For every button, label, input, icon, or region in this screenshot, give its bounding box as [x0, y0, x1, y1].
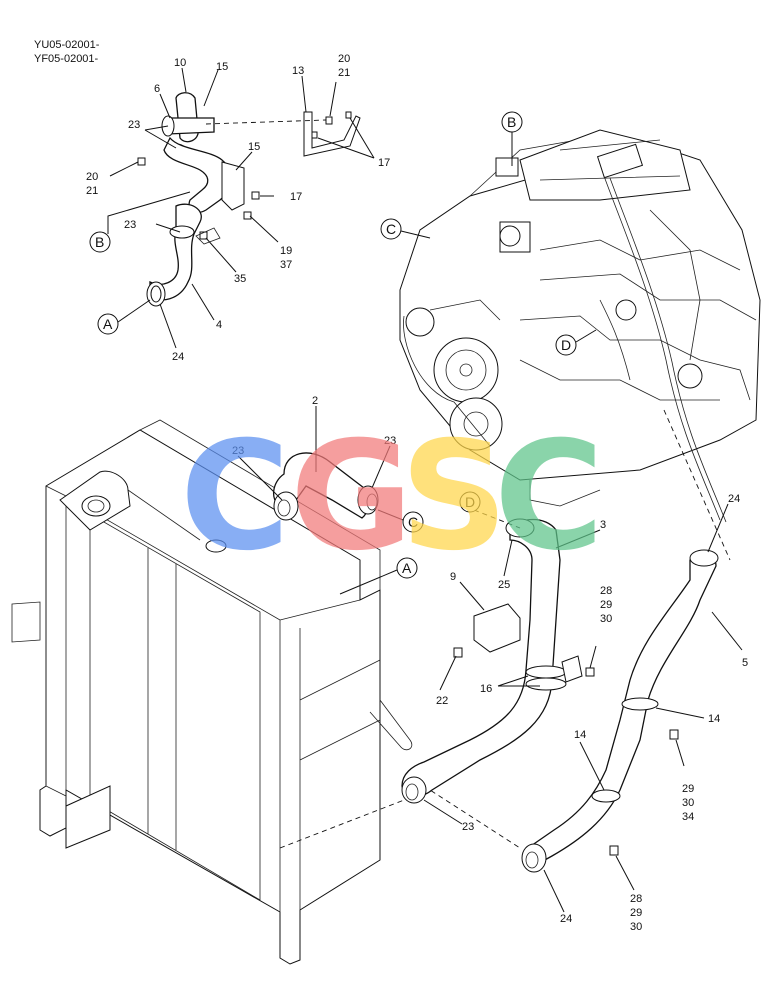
bracket-15 [221, 161, 245, 211]
bolt-28-29-30-upper [585, 667, 595, 677]
clamp-23-hose2-left [273, 491, 299, 521]
clamp-14-a [621, 697, 659, 711]
label-20-top: 20 [338, 53, 350, 65]
label-14-mid: 14 [574, 729, 586, 741]
label-35: 35 [234, 273, 246, 285]
callout-b-inset [89, 231, 111, 253]
label-15-mid: 15 [248, 141, 260, 153]
engine-assembly [399, 129, 761, 523]
watermark-letter-s: S [400, 410, 508, 584]
label-29-lower: 29 [630, 907, 642, 919]
label-4: 4 [216, 319, 222, 331]
bolt-20-21-left [137, 157, 146, 166]
callout-d-engine [555, 334, 577, 356]
label-34-right: 34 [682, 811, 694, 823]
label-21-left: 21 [86, 185, 98, 197]
watermark-letter-c2: C [494, 410, 604, 584]
bolt-28-29-30-lower [609, 845, 619, 856]
callout-c-main [402, 511, 424, 533]
hose-3 [401, 518, 561, 797]
radiator-cap [205, 539, 227, 553]
clamp-14-b [591, 789, 621, 803]
label-29-right: 29 [682, 783, 694, 795]
inset-leaders [107, 67, 375, 349]
label-22: 22 [436, 695, 448, 707]
label-37: 37 [280, 259, 292, 271]
bolt-20-21-top [325, 116, 333, 125]
label-2: 2 [312, 395, 318, 407]
clamp-23-hose3 [401, 776, 427, 804]
label-10: 10 [174, 57, 186, 69]
bolt-17 [251, 191, 260, 200]
label-29-upper: 29 [600, 599, 612, 611]
callout-a-main-label: A [402, 560, 412, 576]
main-leaders [237, 406, 743, 913]
serial-line-2: YF05-02001- [34, 53, 99, 65]
callout-c-engine-label: C [386, 221, 396, 237]
label-3: 3 [600, 519, 606, 531]
bracket-13 [303, 111, 361, 157]
fan-pulley [449, 397, 503, 451]
label-25: 25 [498, 579, 510, 591]
serial-line-1: YU05-02001- [34, 39, 100, 51]
label-16: 16 [480, 683, 492, 695]
label-20-left: 20 [86, 171, 98, 183]
label-17-mid: 17 [290, 191, 302, 203]
callout-d-main [459, 491, 481, 513]
label-24-inset: 24 [172, 351, 184, 363]
pipe-15-bend [163, 136, 232, 214]
label-24-hose5-bottom: 24 [560, 913, 572, 925]
pipe-upper [167, 117, 215, 135]
callout-c-main-label: C [408, 514, 418, 530]
label-17-top: 17 [378, 157, 390, 169]
label-23-inset-a: 23 [128, 119, 140, 131]
bolt-22 [453, 647, 463, 658]
clamp-23-mid [169, 225, 195, 239]
bolt-19-37 [243, 211, 252, 220]
label-23-hose3: 23 [462, 821, 474, 833]
callout-a-inset-label: A [103, 316, 113, 332]
bracket-9 [473, 603, 521, 653]
callout-d-engine-label: D [561, 337, 571, 353]
label-13: 13 [292, 65, 304, 77]
crank-pulley [433, 337, 499, 403]
callout-d-main-label: D [465, 494, 475, 510]
upper-hose-inset [137, 92, 361, 307]
label-24-hose5-top: 24 [728, 493, 740, 505]
label-30-upper: 30 [600, 613, 612, 625]
label-15-top: 15 [216, 61, 228, 73]
label-19: 19 [280, 245, 292, 257]
bolt-35 [199, 231, 208, 240]
label-28-upper: 28 [600, 585, 612, 597]
label-9: 9 [450, 571, 456, 583]
label-5: 5 [742, 657, 748, 669]
watermark-letter-c1: C [180, 410, 290, 584]
label-14-right: 14 [708, 713, 720, 725]
radiator-assembly [11, 419, 521, 965]
callout-a-main [396, 557, 418, 579]
clamp-24-hose5-bottom [521, 843, 547, 873]
label-23-hose2-left: 23 [232, 445, 244, 457]
label-30-right: 30 [682, 797, 694, 809]
callout-c-engine [380, 218, 402, 240]
callout-b-inset-label: B [95, 234, 104, 250]
label-28-lower: 28 [630, 893, 642, 905]
clamp-16-a [525, 665, 567, 679]
label-6: 6 [154, 83, 160, 95]
callout-b-engine-label: B [507, 114, 516, 130]
hose-10 [175, 92, 199, 143]
callout-a-inset [97, 313, 119, 335]
label-30-lower: 30 [630, 921, 642, 933]
label-23-hose2-right: 23 [384, 435, 396, 447]
watermark: C G S C [180, 410, 604, 584]
clamp-24-hose5-top [689, 549, 719, 567]
clamp-16-b [525, 677, 567, 691]
label-21-top: 21 [338, 67, 350, 79]
clamp-23-hose2-right [357, 485, 379, 515]
bolt-29-30-34 [669, 729, 679, 740]
part-labels: 10 15 6 13 20 21 23 15 17 20 21 17 23 19… [86, 53, 748, 933]
watermark-letter-g: G [290, 410, 413, 584]
label-23-inset-b: 23 [124, 219, 136, 231]
